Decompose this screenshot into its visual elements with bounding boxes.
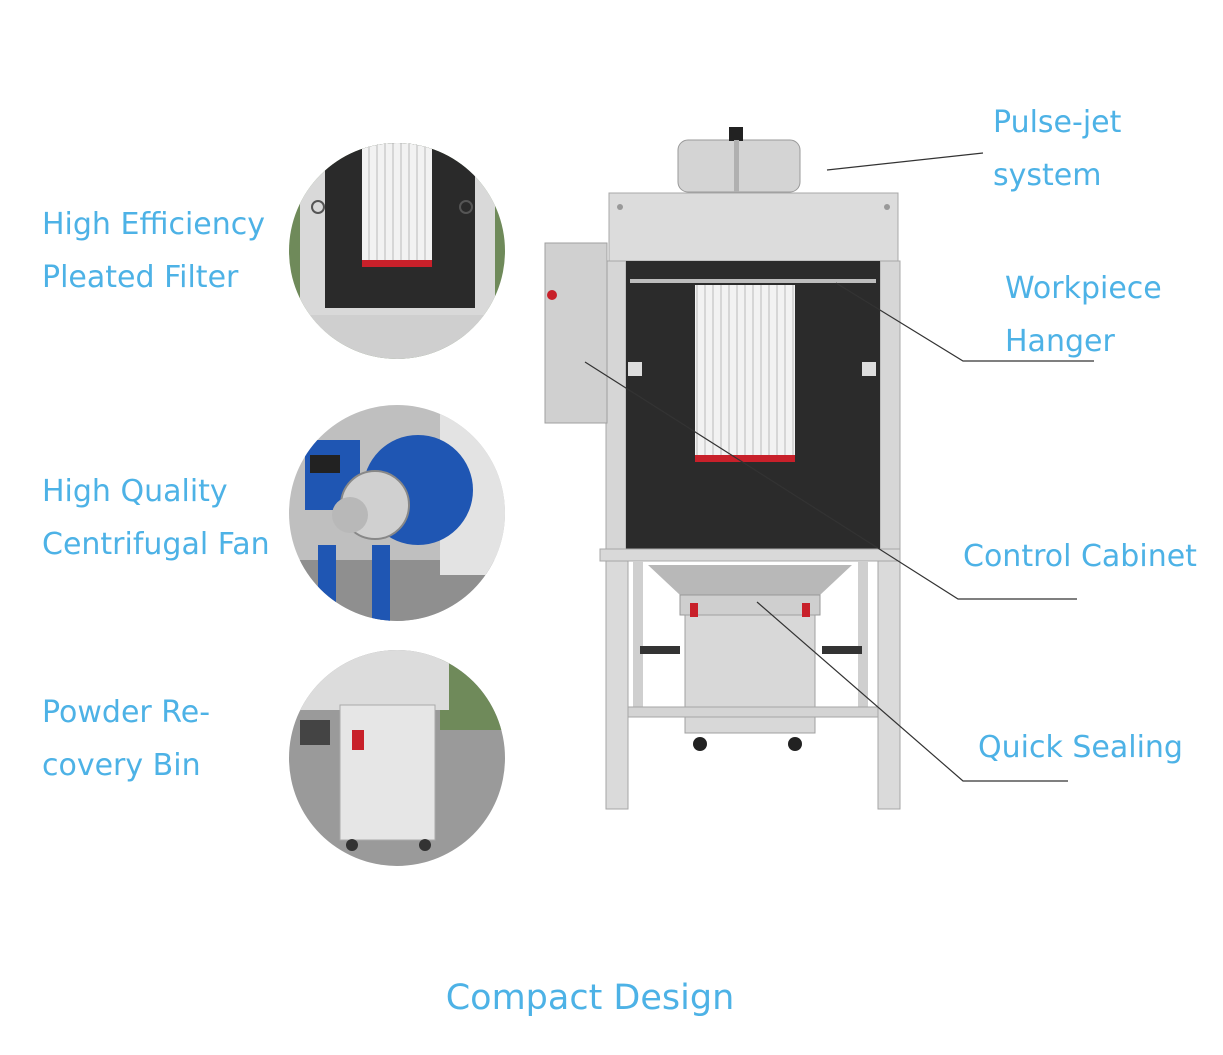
leader-sealing <box>756 601 1068 782</box>
label-centrifugal-fan: High Quality Centrifugal Fan <box>42 465 270 571</box>
leader-hanger <box>835 282 1094 362</box>
label-line: Control Cabinet <box>963 539 1197 574</box>
control-cabinet <box>544 242 608 424</box>
bin-inset-photo <box>289 650 505 866</box>
leader-cabinet <box>584 361 1077 600</box>
label-line: Centrifugal Fan <box>42 527 270 562</box>
leader-lines <box>584 152 1094 782</box>
label-line: Pleated Filter <box>42 260 239 295</box>
label-line: Powder Re- <box>42 695 211 730</box>
label-line: Pulse-jet <box>993 105 1122 140</box>
filter-inset-photo <box>289 143 505 359</box>
label-line: covery Bin <box>42 748 201 783</box>
label-line: High Efficiency <box>42 207 265 242</box>
powder-booth <box>544 127 901 810</box>
label-line: Quick Sealing <box>978 730 1183 765</box>
booth-filter-cartridge <box>695 285 795 455</box>
recovery-bin-box <box>339 704 436 841</box>
fan-inset-photo <box>289 405 505 621</box>
workpiece-hanger-rail <box>630 279 876 283</box>
label-pulse-jet-system: Pulse-jet system <box>993 96 1121 202</box>
label-line: High Quality <box>42 474 228 509</box>
label-pleated-filter: High Efficiency Pleated Filter <box>42 198 265 304</box>
label-line: system <box>993 158 1102 193</box>
pleated-filter-cartridge <box>362 143 432 263</box>
label-line: Hanger <box>1005 324 1115 359</box>
label-workpiece-hanger: Workpiece Hanger <box>1005 262 1162 368</box>
label-line: Workpiece <box>1005 271 1162 306</box>
caption: Compact Design <box>445 978 735 1018</box>
label-control-cabinet: Control Cabinet <box>963 530 1197 583</box>
label-quick-sealing: Quick Sealing <box>978 721 1183 774</box>
label-recovery-bin: Powder Re- covery Bin <box>42 686 210 792</box>
filter-red-seal <box>362 260 432 267</box>
leader-pulse-jet <box>826 152 984 171</box>
